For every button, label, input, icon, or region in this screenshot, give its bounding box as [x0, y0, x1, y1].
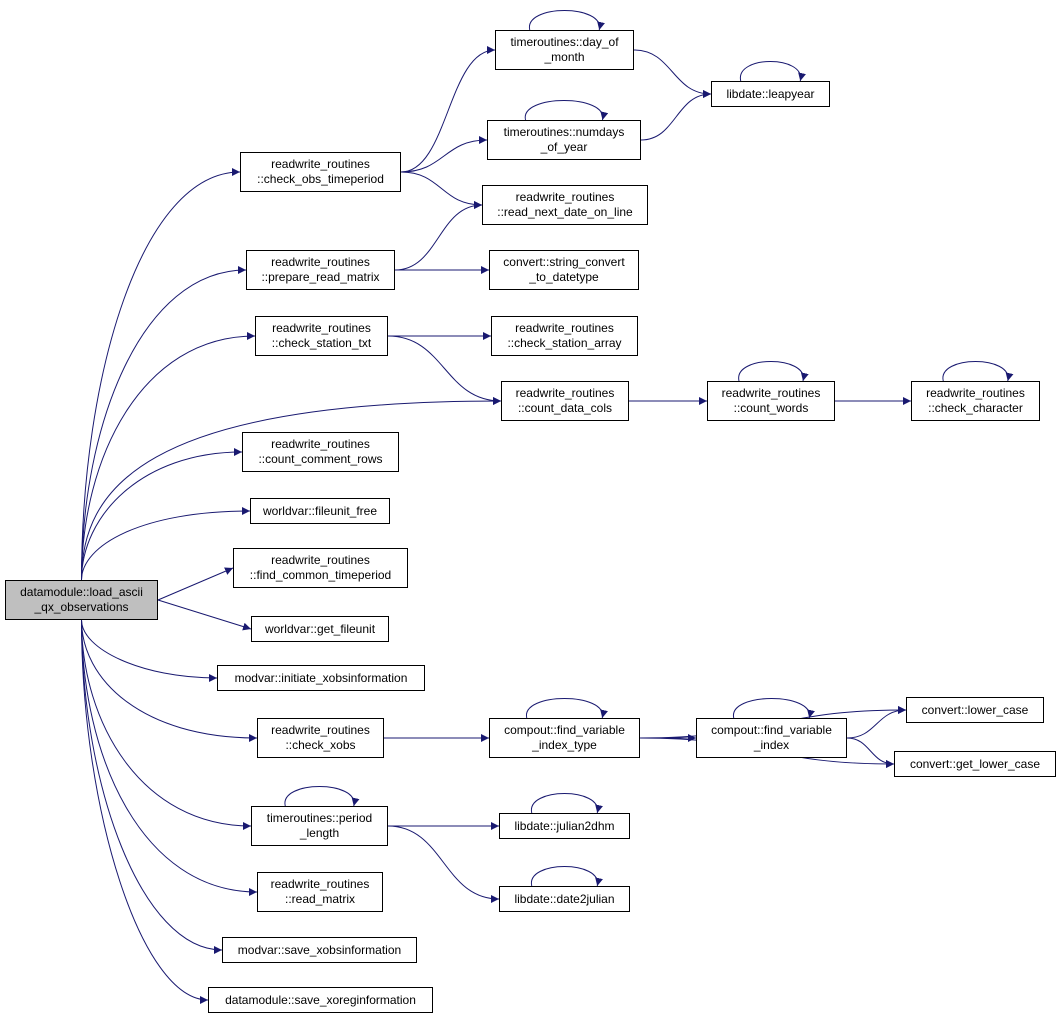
node-fileunit-free[interactable]: worldvar::fileunit_free — [250, 498, 390, 524]
edge-find-variable-index-to-find-variable-index — [733, 698, 815, 719]
node-julian2dhm[interactable]: libdate::julian2dhm — [499, 813, 630, 839]
edge-day-of-month-to-day-of-month — [529, 10, 605, 31]
node-find-variable-index[interactable]: compout::find_variable_index — [696, 718, 847, 758]
edge-period-length-to-date2julian — [387, 825, 500, 903]
edge-layer — [81, 10, 1014, 1004]
edge-load-ascii-to-find-common-timeperiod — [157, 567, 234, 601]
node-initiate-xobsinformation[interactable]: modvar::initiate_xobsinformation — [217, 665, 425, 691]
edge-julian2dhm-to-julian2dhm — [531, 793, 603, 814]
node-count-words[interactable]: readwrite_routines::count_words — [707, 381, 835, 421]
node-check-xobs[interactable]: readwrite_routines::check_xobs — [257, 718, 384, 758]
edge-count-words-to-count-words — [738, 361, 809, 382]
edge-load-ascii-to-save-xoreginformation — [81, 619, 209, 1004]
edge-find-variable-index-type-to-find-variable-index-type — [526, 698, 608, 719]
node-load-ascii: datamodule::load_ascii_qx_observations — [5, 580, 158, 620]
edge-check-character-to-check-character — [942, 361, 1014, 382]
edge-load-ascii-to-read-matrix — [81, 619, 258, 896]
node-check-obs-timeperiod[interactable]: readwrite_routines::check_obs_timeperiod — [240, 152, 401, 192]
node-save-xobsinformation[interactable]: modvar::save_xobsinformation — [222, 937, 417, 963]
edge-find-variable-index-to-lower-case — [846, 706, 907, 739]
edge-check-station-txt-to-count-data-cols — [387, 335, 502, 405]
node-get-lower-case[interactable]: convert::get_lower_case — [894, 751, 1056, 777]
edge-load-ascii-to-initiate-xobsinformation — [81, 619, 218, 682]
edge-load-ascii-to-fileunit-free — [81, 507, 251, 581]
edge-numdays-of-year-to-numdays-of-year — [524, 100, 609, 121]
node-count-comment-rows[interactable]: readwrite_routines::count_comment_rows — [242, 432, 399, 472]
node-read-matrix[interactable]: readwrite_routines::read_matrix — [257, 872, 383, 912]
node-date2julian[interactable]: libdate::date2julian — [499, 886, 630, 912]
edge-date2julian-to-date2julian — [531, 866, 603, 887]
node-save-xoreginformation[interactable]: datamodule::save_xoreginformation — [208, 987, 433, 1013]
node-prepare-read-matrix[interactable]: readwrite_routines::prepare_read_matrix — [246, 250, 395, 290]
edge-prepare-read-matrix-to-read-next-date-on-line — [394, 201, 483, 271]
edge-load-ascii-to-save-xobsinformation — [81, 619, 223, 954]
node-read-next-date-on-line[interactable]: readwrite_routines::read_next_date_on_li… — [482, 185, 648, 225]
edge-load-ascii-to-period-length — [81, 619, 252, 830]
node-count-data-cols[interactable]: readwrite_routines::count_data_cols — [501, 381, 629, 421]
edge-load-ascii-to-prepare-read-matrix — [81, 266, 247, 581]
node-check-character[interactable]: readwrite_routines::check_character — [911, 381, 1040, 421]
edge-load-ascii-to-count-comment-rows — [81, 448, 243, 581]
node-lower-case[interactable]: convert::lower_case — [906, 697, 1044, 723]
edge-find-variable-index-to-get-lower-case — [846, 737, 895, 768]
node-numdays-of-year[interactable]: timeroutines::numdays_of_year — [487, 120, 641, 160]
edge-day-of-month-to-leapyear — [633, 49, 712, 98]
node-find-variable-index-type[interactable]: compout::find_variable_index_type — [489, 718, 640, 758]
edge-check-obs-timeperiod-to-day-of-month — [400, 46, 496, 173]
edge-load-ascii-to-check-xobs — [81, 619, 258, 742]
edge-load-ascii-to-get-fileunit — [157, 599, 252, 631]
node-string-convert-to-datetype[interactable]: convert::string_convert_to_datetype — [489, 250, 639, 290]
node-leapyear[interactable]: libdate::leapyear — [711, 81, 830, 107]
edge-load-ascii-to-count-data-cols — [81, 397, 502, 581]
edge-period-length-to-period-length — [284, 786, 360, 807]
node-day-of-month[interactable]: timeroutines::day_of_month — [495, 30, 634, 70]
edge-load-ascii-to-check-station-txt — [81, 332, 256, 581]
node-get-fileunit[interactable]: worldvar::get_fileunit — [251, 616, 389, 642]
edge-leapyear-to-leapyear — [740, 61, 806, 82]
edge-load-ascii-to-check-obs-timeperiod — [81, 168, 241, 581]
edge-check-obs-timeperiod-to-numdays-of-year — [400, 136, 488, 173]
node-find-common-timeperiod[interactable]: readwrite_routines::find_common_timeperi… — [233, 548, 408, 588]
node-period-length[interactable]: timeroutines::period_length — [251, 806, 388, 846]
node-check-station-txt[interactable]: readwrite_routines::check_station_txt — [255, 316, 388, 356]
edge-numdays-of-year-to-leapyear — [640, 90, 712, 141]
edge-check-obs-timeperiod-to-read-next-date-on-line — [400, 171, 483, 209]
node-check-station-array[interactable]: readwrite_routines::check_station_array — [491, 316, 638, 356]
